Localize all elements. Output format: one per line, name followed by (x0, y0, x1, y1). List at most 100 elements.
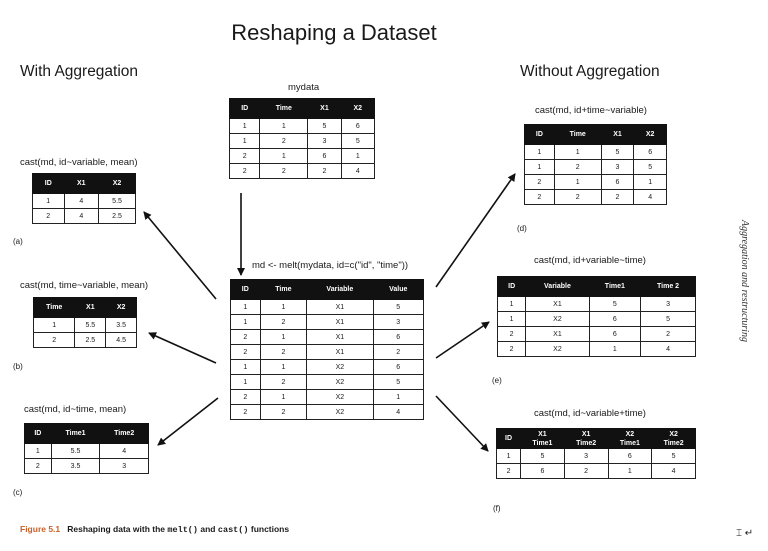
table-cell: 3 (99, 458, 149, 474)
table-cell: 4 (633, 189, 667, 205)
table-cell: 3 (307, 133, 342, 149)
table-cell: 3.5 (105, 317, 137, 333)
arrow-to-a (143, 211, 217, 300)
with-aggregation-heading: With Aggregation (20, 63, 139, 80)
column-header: ID (24, 423, 52, 444)
table-cell: 2 (524, 189, 555, 205)
table-cell: 1 (633, 174, 667, 190)
table-cell: X2 (306, 374, 374, 390)
column-header: X2 (633, 124, 667, 145)
table-cell: 1 (496, 311, 527, 327)
table-cell: 3 (600, 159, 635, 175)
column-header: ID (524, 124, 555, 145)
table-cell: 3 (563, 448, 609, 464)
column-header: Variable (525, 276, 590, 297)
mydata-caption: mydata (288, 82, 320, 93)
table-cell: 2.5 (74, 332, 107, 348)
table-cell: 6 (588, 326, 642, 342)
table-cell: 2 (230, 344, 261, 360)
table-cell: 1 (259, 148, 309, 164)
table-cell: 2 (230, 389, 261, 405)
column-header: Time1 (588, 276, 642, 297)
table-cell: 4 (640, 341, 696, 357)
table-cell: 1 (24, 443, 52, 459)
table-cell: 2 (600, 189, 635, 205)
column-header: X2 (98, 173, 136, 194)
table-cell: 3.5 (50, 458, 101, 474)
figure-caption: Figure 5.1 Reshaping data with the melt(… (20, 524, 289, 535)
panel-f-label: (f) (493, 504, 501, 513)
table-cell: 5.5 (74, 317, 107, 333)
table-cell: 6 (520, 463, 565, 479)
panel-c-label: (c) (13, 488, 23, 497)
column-header: ID (228, 98, 261, 119)
cast-a-caption: cast(md, id~variable, mean) (20, 157, 138, 168)
melt-fn: melt() (167, 525, 198, 535)
table-cell: 4.5 (105, 332, 137, 348)
table-cell: 5 (520, 448, 565, 464)
cast-c-caption: cast(md, id~time, mean) (24, 404, 127, 415)
table-cell: 5 (372, 374, 424, 390)
page-title: Reshaping a Dataset (231, 20, 437, 45)
table-cell: 5 (600, 144, 635, 160)
table-cell: X1 (306, 299, 374, 315)
cast-e-caption: cast(md, id+variable~time) (534, 255, 646, 266)
caption-text-b: functions (250, 524, 290, 534)
table-cell: 1 (588, 341, 642, 357)
table-cell: 6 (607, 448, 653, 464)
table-cell: 5 (633, 159, 667, 175)
table-cell: X1 (306, 314, 374, 330)
cast-f-caption: cast(md, id~variable+time) (534, 408, 646, 419)
without-aggregation-heading: Without Aggregation (520, 63, 660, 80)
table-cell: 2.5 (98, 208, 136, 224)
table-cell: X2 (306, 404, 374, 420)
table-cell: 1 (32, 317, 76, 333)
arrow-to-b (148, 332, 217, 364)
table-cell: 2 (553, 189, 602, 205)
table-cell: 2 (307, 163, 342, 179)
table-cell: X2 (525, 341, 590, 357)
table-cell: 4 (99, 443, 149, 459)
table-cell: 2 (228, 163, 261, 179)
table-cell: 2 (259, 344, 308, 360)
arrow-to-c (157, 397, 219, 446)
table-cell: 5.5 (98, 193, 136, 209)
column-header: X1 (307, 98, 342, 119)
table-cell: 2 (24, 458, 52, 474)
table-cell: 4 (651, 463, 696, 479)
column-header: X1 (74, 297, 107, 318)
column-header: Value (372, 279, 424, 300)
footer-mark-icon: ⌶ ↵ (736, 528, 754, 539)
table-cell: 4 (63, 193, 100, 209)
panel-e-label: (e) (492, 376, 502, 385)
table-cell: 1 (230, 374, 261, 390)
table-cell: 5 (640, 311, 696, 327)
panel-d-label: (d) (517, 224, 527, 233)
table-cell: 4 (63, 208, 100, 224)
table-cell: 2 (495, 463, 522, 479)
